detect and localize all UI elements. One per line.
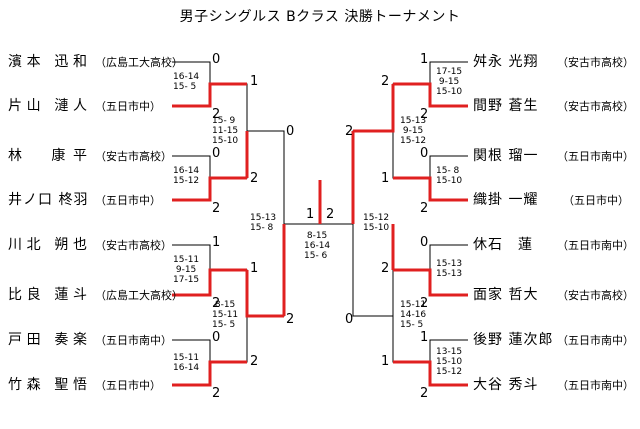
winner-path <box>393 268 468 297</box>
player-name: 大谷 秀斗 <box>473 377 539 393</box>
player-name: 川北 朔也 <box>8 237 88 253</box>
player-school: （広島工大高校） <box>95 56 183 69</box>
player-school: （広島工大高校） <box>95 289 183 302</box>
match-score: 1 <box>381 354 390 369</box>
match-score: 2 <box>420 296 429 311</box>
match-score: 1 <box>250 261 259 276</box>
match-score: 2 <box>420 201 429 216</box>
player-name: 休石 蓮 <box>473 237 533 253</box>
winner-path <box>172 82 247 108</box>
match-score: 2 <box>345 124 354 139</box>
player-school: （五日市南中） <box>95 334 172 347</box>
player-name: 織掛 一耀 <box>473 192 539 208</box>
player-name: 片山 漣人 <box>8 98 88 114</box>
match-score: 0 <box>212 52 221 67</box>
match-score: 2 <box>381 74 390 89</box>
player-school: （五日市中） <box>563 194 629 207</box>
winner-path <box>245 270 284 318</box>
winner-path <box>393 82 468 108</box>
match-score: 0 <box>212 146 221 161</box>
winner-path <box>172 176 247 202</box>
player-name: 間野 蒼生 <box>473 98 539 114</box>
match-score: 2 <box>420 107 429 122</box>
match-score: 0 <box>286 124 295 139</box>
player-school: （五日市南中） <box>557 334 634 347</box>
player-school: （五日市南中） <box>557 379 634 392</box>
match-score: 2 <box>381 261 390 276</box>
final-score-left: 1 <box>306 207 315 222</box>
winner-path <box>393 360 468 387</box>
match-score: 0 <box>345 312 354 327</box>
match-score: 1 <box>212 235 221 250</box>
match-score: 2 <box>212 201 221 216</box>
match-score: 2 <box>420 386 429 401</box>
match-score: 2 <box>250 171 259 186</box>
winner-path <box>353 84 395 133</box>
player-name: 比良 蓮斗 <box>8 287 88 303</box>
match-score: 0 <box>212 330 221 345</box>
player-school: （安古市高校） <box>95 239 172 252</box>
player-school: （五日市中） <box>95 379 161 392</box>
match-score: 2 <box>250 354 259 369</box>
player-name: 舛永 光翔 <box>473 54 539 70</box>
player-school: （五日市中） <box>95 100 161 113</box>
match-score: 1 <box>420 330 429 345</box>
match-score: 0 <box>420 235 429 250</box>
player-school: （安古市高校） <box>557 100 634 113</box>
page-title: 男子シングルス Bクラス 決勝トーナメント <box>179 9 461 25</box>
player-name: 後野 蓮次郎 <box>473 332 554 348</box>
player-name: 関根 瑠一 <box>473 148 539 164</box>
player-school: （五日市南中） <box>557 239 634 252</box>
match-score: 1 <box>381 171 390 186</box>
winner-path <box>172 360 247 387</box>
match-score: 0 <box>420 146 429 161</box>
match-score: 2 <box>212 386 221 401</box>
player-name: 竹森 聖悟 <box>8 377 88 393</box>
match-score: 1 <box>420 52 429 67</box>
player-name: 林 康平 <box>8 148 88 164</box>
match-score: 2 <box>212 296 221 311</box>
player-name: 戸田 奏楽 <box>8 332 88 348</box>
winner-path <box>172 268 247 297</box>
winner-path <box>393 176 468 202</box>
player-name: 井ノ口 柊羽 <box>8 192 89 208</box>
player-school: （安古市高校） <box>95 150 172 163</box>
player-school: （五日市南中） <box>557 150 634 163</box>
player-school: （安古市高校） <box>557 56 634 69</box>
player-school: （五日市中） <box>95 194 161 207</box>
player-name: 濱本 迅和 <box>8 54 88 70</box>
player-school: （安古市高校） <box>557 289 634 302</box>
final-score-right: 2 <box>326 207 335 222</box>
player-name: 面家 哲大 <box>473 287 539 303</box>
match-score: 1 <box>250 74 259 89</box>
match-score: 2 <box>286 312 295 327</box>
match-score: 2 <box>212 107 221 122</box>
